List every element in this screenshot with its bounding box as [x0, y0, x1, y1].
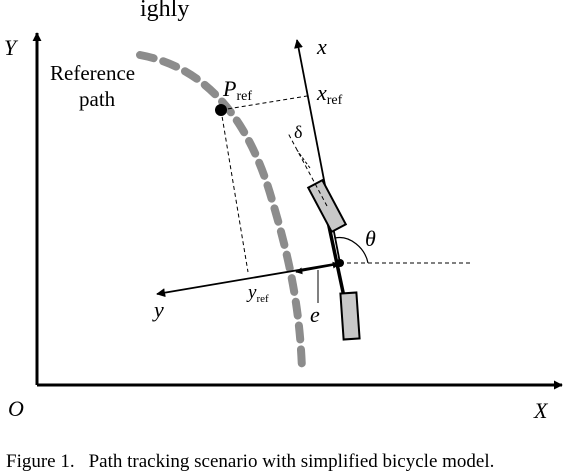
vehicle-y-label: y [152, 297, 164, 322]
reference-path-label-line1: Reference [50, 61, 135, 85]
delta-label: δ [294, 122, 302, 142]
vehicle-reference-point [336, 259, 344, 267]
error-arrow [295, 261, 340, 275]
origin-label: O [8, 396, 24, 421]
rear-wheel [339, 291, 361, 341]
x-ref-main: x [316, 80, 327, 105]
p-ref-sub: ref [236, 89, 252, 104]
projection-line-xref [220, 95, 308, 111]
vehicle-x-label: x [316, 34, 327, 59]
figure-caption: Figure 1. Path tracking scenario with sim… [6, 451, 494, 472]
reference-path [136, 51, 306, 374]
x-ref-label: xref [316, 80, 343, 108]
caption-text: Path tracking scenario with simplified b… [89, 451, 495, 472]
x-axis-label: X [533, 398, 549, 423]
p-ref-label: Pref [222, 76, 252, 104]
theta-label: θ [365, 226, 376, 251]
y-ref-label: yref [246, 282, 269, 305]
theta-angle-arc [334, 236, 369, 264]
y-axis-label: Y [4, 35, 19, 60]
y-ref-main: y [246, 282, 257, 303]
x-ref-sub: ref [327, 93, 343, 108]
delta-angle-arc [296, 149, 311, 169]
y-ref-sub: ref [256, 293, 269, 305]
caption-number: Figure 1. [6, 451, 75, 472]
p-ref-main: P [222, 76, 236, 101]
error-label: e [310, 302, 320, 327]
reference-path-label-line2: path [79, 87, 116, 111]
header-fragment: ighly [140, 0, 189, 22]
projection-line-yref [220, 109, 249, 273]
